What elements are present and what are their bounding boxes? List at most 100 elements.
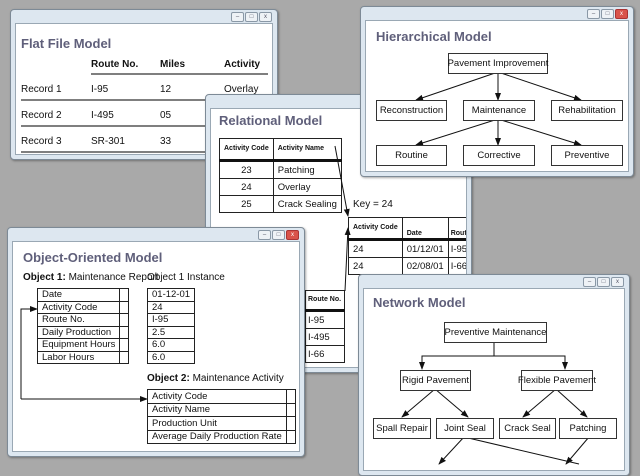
key-table: Activity CodeDateRoute No. 2401/12/01I-9… (348, 217, 466, 275)
object1-heading: Object 1: Maintenance Report (23, 272, 159, 283)
field: Production Unit (147, 416, 287, 431)
window-controls: –□x (583, 277, 624, 287)
instance-label: Object 1 Instance (147, 272, 225, 283)
column-header: Activity Code (219, 138, 274, 162)
column-header: Activity Name (272, 138, 342, 162)
minimize-icon[interactable]: – (258, 230, 271, 240)
window-title: Flat File Model (21, 36, 112, 51)
object2-label: Object 2: (147, 373, 190, 384)
window-controls: –□x (587, 9, 628, 19)
field: Activity Code (147, 389, 287, 404)
hierarchical-content: Hierarchical Model Pavement Improvement … (365, 20, 629, 172)
node: Spall Repair (373, 418, 431, 439)
cell: 23 (219, 160, 274, 179)
cell-route: SR-301 (91, 136, 125, 147)
field: Activity Name (147, 402, 287, 417)
node: Maintenance (463, 100, 535, 121)
node: Flexible Pavement (518, 370, 596, 391)
close-icon[interactable]: x (615, 9, 628, 19)
window-title: Object-Oriented Model (23, 250, 163, 265)
value: 6.0 (146, 338, 196, 352)
object2-name: Maintenance Activity (192, 373, 284, 384)
instance-table: 01-12-01 24 I-95 2.5 6.0 6.0 (146, 288, 196, 364)
cell: 24 (348, 239, 403, 258)
cell-miles: 12 (160, 84, 172, 95)
field: Daily Production (36, 325, 121, 339)
node: Patching (559, 418, 617, 439)
field: Labor Hours (36, 350, 121, 364)
window-controls: –□x (231, 12, 272, 22)
node: Rehabilitation (551, 100, 623, 121)
network-content: Network Model Preventive Maintenance Rig… (363, 288, 625, 471)
node-root: Preventive Maintenance (444, 322, 547, 343)
cell: Crack Sealing (272, 195, 342, 213)
minimize-icon[interactable]: – (583, 277, 596, 287)
node: Joint Seal (436, 418, 494, 439)
hierarchical-window: –□x Hierarchical Model Pavement Improvem… (360, 6, 634, 177)
minimize-icon[interactable]: – (231, 12, 244, 22)
value: 01-12-01 (146, 288, 196, 302)
node: Rigid Pavement (400, 370, 471, 391)
maximize-icon[interactable]: □ (601, 9, 614, 19)
object1-table: Date Activity Code Route No. Daily Produ… (36, 288, 130, 364)
cell: I-66 (305, 345, 345, 363)
cell-activity: Overlay (224, 84, 259, 95)
cell: I-495 (305, 328, 345, 346)
record-label: Record 1 (21, 84, 62, 95)
key-label: Key = 24 (353, 199, 393, 210)
node: Preventive (551, 145, 623, 166)
window-controls: –□x (258, 230, 299, 240)
object-oriented-content: Object-Oriented Model Object 1: Maintena… (12, 241, 300, 452)
node: Routine (376, 145, 447, 166)
object1-name: Maintenance Report (68, 272, 159, 283)
cell: I-95 (305, 310, 345, 329)
minimize-icon[interactable]: – (587, 9, 600, 19)
column-header: Activity Code (348, 217, 403, 241)
cell: 02/08/01 (401, 257, 449, 275)
window-title: Network Model (373, 295, 466, 310)
column-header: Date (401, 217, 449, 241)
field: Route No. (36, 313, 121, 327)
cell-route: I-95 (91, 84, 109, 95)
cell: Overlay (272, 178, 342, 196)
column-header: Route No. (305, 290, 345, 312)
cell-miles: 33 (160, 136, 172, 147)
column-header: Activity (224, 59, 261, 70)
field: Equipment Hours (36, 338, 121, 352)
node: Corrective (463, 145, 535, 166)
close-icon[interactable]: x (286, 230, 299, 240)
node: Reconstruction (376, 100, 447, 121)
close-icon[interactable]: x (611, 277, 624, 287)
field: Activity Code (36, 300, 121, 314)
maximize-icon[interactable]: □ (597, 277, 610, 287)
value: 2.5 (146, 325, 196, 339)
maximize-icon[interactable]: □ (245, 12, 258, 22)
node: Crack Seal (499, 418, 556, 439)
cell: 25 (219, 195, 274, 213)
value: 24 (146, 300, 196, 314)
cell: 24 (348, 257, 403, 275)
object-oriented-window: –□x Object-Oriented Model Object 1: Main… (7, 227, 305, 457)
cell: Patching (272, 160, 342, 179)
window-title: Relational Model (219, 113, 323, 128)
maximize-icon[interactable]: □ (272, 230, 285, 240)
value: 6.0 (146, 350, 196, 364)
window-title: Hierarchical Model (376, 29, 492, 44)
record-label: Record 2 (21, 110, 62, 121)
cell-miles: 05 (160, 110, 172, 121)
column-header: Route No. (91, 59, 139, 70)
object2-table: Activity Code Activity Name Production U… (147, 389, 296, 444)
cell: I-95 (447, 239, 466, 258)
route-table: Route No. I-95 I-495 I-66 (305, 290, 345, 363)
record-label: Record 3 (21, 136, 62, 147)
cell: I-66 (447, 257, 466, 275)
cell: 24 (219, 178, 274, 196)
object1-label: Object 1: (23, 272, 66, 283)
field: Date (36, 288, 121, 302)
node-root: Pavement Improvement (448, 53, 548, 74)
field: Average Daily Production Rate (147, 429, 287, 444)
column-header: Miles (160, 59, 186, 70)
column-header: Route No. (447, 217, 466, 241)
close-icon[interactable]: x (259, 12, 272, 22)
